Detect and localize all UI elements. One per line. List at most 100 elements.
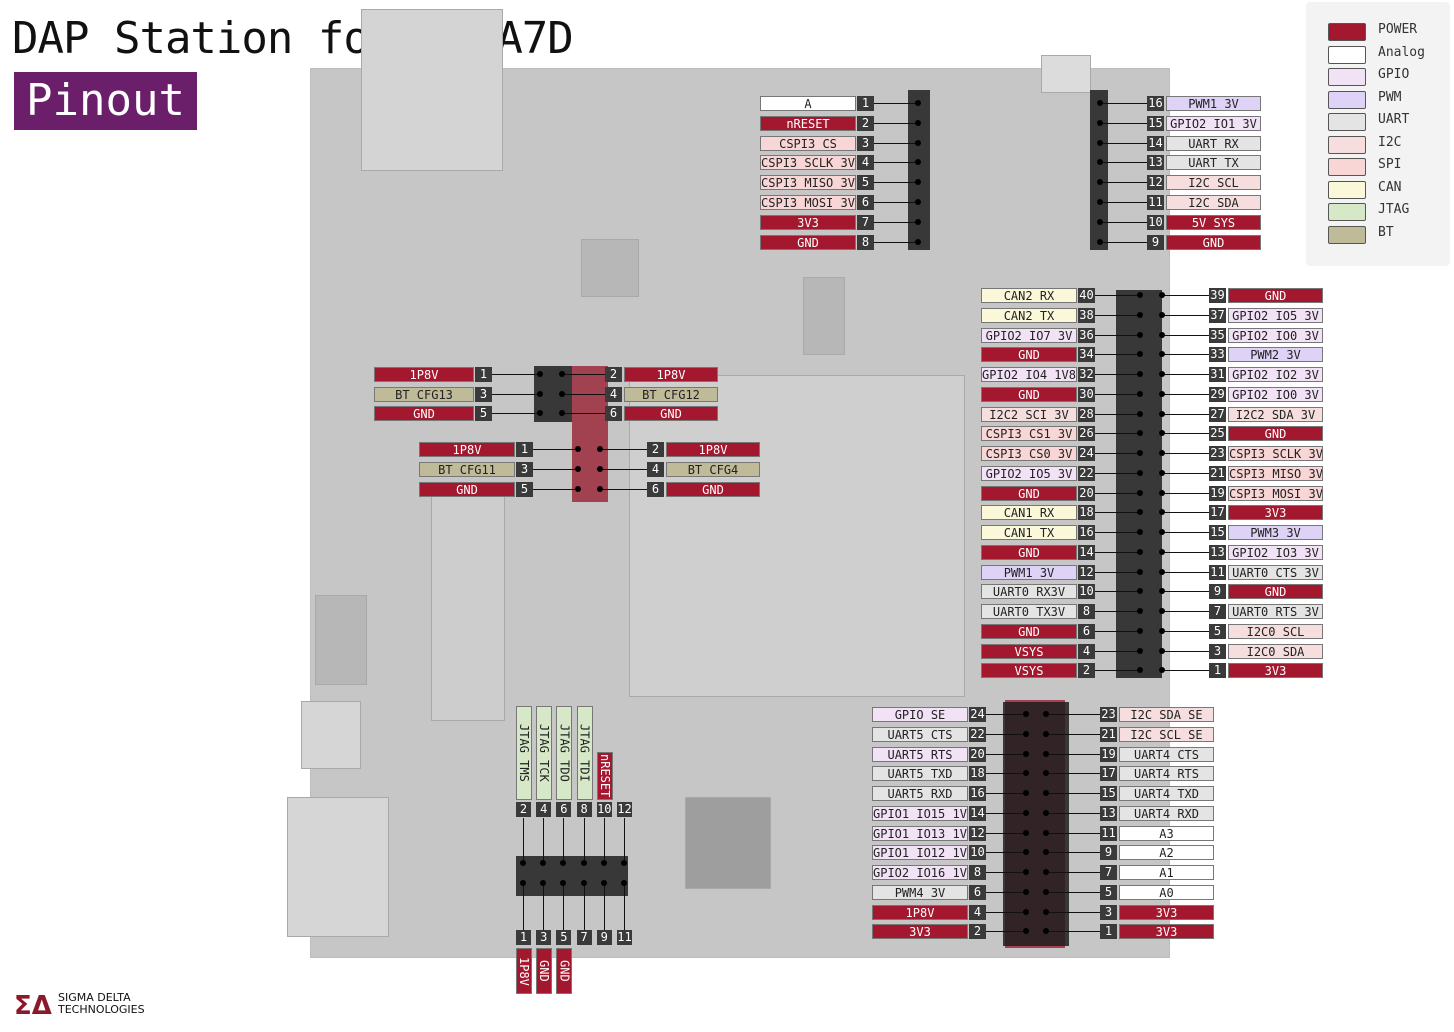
pin-dot (1159, 430, 1165, 437)
pin-dot (1043, 770, 1049, 777)
pin-number: 1 (516, 442, 533, 457)
pin-number: 16 (969, 786, 986, 801)
pin-wire (1162, 393, 1209, 395)
pin-label: BT_CFG4 (666, 461, 760, 477)
pin-label: CAN2_TX (981, 307, 1077, 323)
pin-wire (1162, 630, 1209, 632)
pin-wire (986, 872, 1026, 873)
pin-label: GPIO2_IO2_3V (1228, 367, 1323, 382)
pin-dot (915, 119, 921, 126)
pin-wire (492, 374, 540, 375)
jtag-label: JTAG TCK (536, 706, 553, 800)
pin-number: 9 (1209, 584, 1226, 600)
pin-dot (1137, 509, 1143, 516)
pin-label: GPIO1_IO13_1V8 (872, 825, 968, 841)
pin-number: 6 (857, 195, 874, 210)
pin-number: 33 (1209, 347, 1226, 363)
pin-label: UART5_RXD (872, 786, 968, 801)
pin-label: GPIO2_IO5_3V (1228, 307, 1323, 323)
pin-dot (540, 860, 547, 866)
pin-wire (1095, 393, 1140, 395)
pin-label: GPIO_SE (872, 707, 968, 722)
pin-number: 35 (1209, 327, 1226, 343)
pin-dot (597, 485, 603, 492)
pin-number: 2 (1078, 663, 1095, 679)
pin-label: 3V3 (1228, 505, 1323, 521)
pin-wire (1095, 630, 1140, 632)
pin-label: PWM1_3V (981, 564, 1077, 580)
pin-label: CSPI3_SCLK_3V (1228, 446, 1323, 461)
pin-label: 3V3 (1119, 904, 1214, 920)
pin-label: GND (1228, 584, 1323, 600)
jtag-label: nRESET (596, 752, 613, 800)
pin-wire (1046, 714, 1100, 715)
pin-wire (1046, 753, 1100, 755)
pin-dot (540, 880, 547, 886)
pin-wire (1100, 221, 1147, 223)
pin-number: 19 (1100, 746, 1117, 762)
pin-label: 1P8V (419, 442, 515, 457)
pin-dot (1043, 908, 1049, 915)
pin-label: I2C_SCL (1166, 175, 1261, 191)
pin-number: 3 (536, 930, 552, 945)
pin-number: 1 (1209, 663, 1226, 679)
pin-number: 34 (1078, 347, 1095, 363)
pin-wire (1046, 931, 1100, 933)
pin-wire (1095, 492, 1140, 494)
pin-label: GND (1228, 288, 1323, 303)
pin-dot (1097, 119, 1103, 126)
pin-number: 40 (1078, 288, 1095, 303)
pin-wire (1095, 650, 1140, 652)
pin-label: UART_TX (1166, 155, 1261, 171)
pin-wire (492, 393, 540, 395)
pin-dot (537, 371, 543, 377)
pin-dot (1159, 351, 1165, 358)
pin-dot (520, 880, 526, 886)
pin-dot (1137, 410, 1143, 417)
sd-card-slot-icon (315, 595, 367, 685)
pin-dot (1137, 548, 1143, 555)
pin-number: 11 (1147, 195, 1164, 210)
sigma-delta-logo-icon: ΣΔ (14, 991, 52, 1021)
pin-number: 2 (647, 442, 664, 457)
pin-wire (1095, 453, 1140, 454)
pin-number: 12 (969, 825, 986, 841)
pin-label: UART5_RTS (872, 746, 968, 762)
pin-wire (533, 468, 578, 470)
pin-label: UART0_RX3V (981, 584, 1077, 600)
pin-wire (1162, 433, 1209, 435)
pin-wire (543, 884, 545, 930)
pin-label: BT_CFG12 (624, 386, 718, 402)
pin-label: CAN1_TX (981, 525, 1077, 540)
pin-dot (1043, 928, 1049, 935)
pin-number: 16 (1078, 525, 1095, 540)
pin-label: 1P8V (374, 367, 474, 382)
pin-dot (1023, 888, 1029, 895)
pin-dot (597, 465, 603, 472)
legend-swatch (1328, 203, 1366, 221)
pin-number: 5 (516, 481, 533, 497)
pin-number: 15 (1100, 786, 1117, 801)
pin-label: GPIO2_IO4_1V8 (981, 367, 1077, 382)
jtag-label: 1P8V (516, 948, 532, 994)
legend-label: BT (1378, 224, 1394, 240)
pin-dot (1023, 849, 1029, 856)
pin-wire (1095, 571, 1140, 573)
pin-dot (1137, 588, 1143, 595)
pin-label: CSPI3_SCLK_3V (760, 155, 856, 171)
pin-label: GPIO2_IO16_1V8 (872, 865, 968, 880)
logo-print-icon (431, 489, 505, 721)
pin-number: 4 (1078, 643, 1095, 659)
pin-dot (1043, 790, 1049, 796)
pin-number: 39 (1209, 288, 1226, 303)
pin-wire (1162, 551, 1209, 553)
pin-wire (986, 911, 1026, 913)
pin-label: UART0_RTS_3V (1228, 604, 1323, 619)
pin-wire (1162, 334, 1209, 336)
pin-number: 4 (969, 904, 986, 920)
pin-number: 2 (857, 115, 874, 131)
pin-dot (1159, 311, 1165, 318)
pin-wire (1100, 122, 1147, 124)
pin-dot (1137, 351, 1143, 358)
pin-wire (986, 891, 1026, 893)
